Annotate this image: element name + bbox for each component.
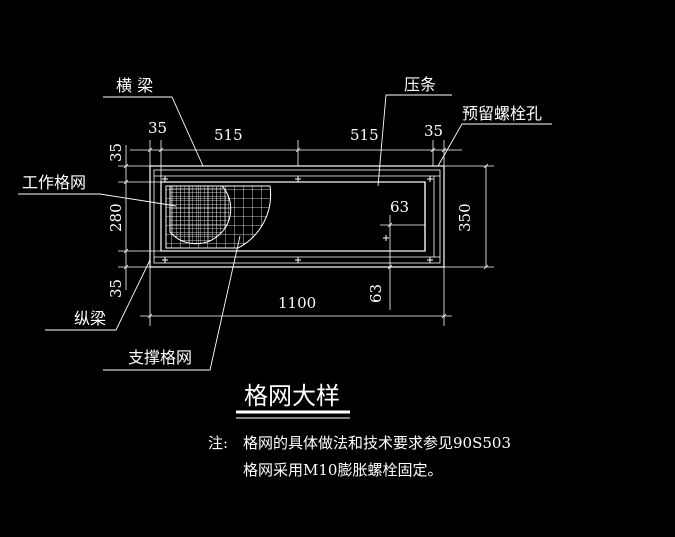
working-mesh xyxy=(169,185,232,245)
note-line-2: 格网采用M10膨胀螺栓固定。 xyxy=(243,461,442,479)
leader-lines xyxy=(18,94,552,371)
label-pressing-strip: 压条 xyxy=(404,75,436,94)
drawing-title: 格网大样 xyxy=(244,382,340,410)
frame xyxy=(149,165,445,268)
dimension-lines xyxy=(118,140,494,326)
dim-right-350: 350 xyxy=(456,203,474,232)
dim-top-515-b: 515 xyxy=(350,126,379,144)
label-working-mesh: 工作格网 xyxy=(22,173,86,192)
label-longitudinal-beam: 纵梁 xyxy=(74,309,106,328)
note-line-1: 格网的具体做法和技术要求参见90S503 xyxy=(243,434,511,452)
dim-top-left-35: 35 xyxy=(148,119,167,137)
label-crossbeam: 横 梁 xyxy=(116,76,153,95)
dim-bottom-1100: 1100 xyxy=(278,294,316,312)
note-prefix: 注: xyxy=(208,434,228,452)
dim-left-top-35: 35 xyxy=(107,143,125,162)
label-bolt-hole: 预留螺栓孔 xyxy=(462,104,542,123)
label-support-mesh: 支撑格网 xyxy=(128,348,192,367)
bolt-holes xyxy=(162,176,433,263)
title-underline xyxy=(236,410,350,419)
dim-left-280: 280 xyxy=(107,203,125,232)
dim-inner-63-bottom: 63 xyxy=(367,284,385,303)
dim-left-bottom-35: 35 xyxy=(107,279,125,298)
dim-inner-63-top: 63 xyxy=(390,198,409,216)
dim-top-right-35: 35 xyxy=(424,122,443,140)
dim-top-515-a: 515 xyxy=(214,126,243,144)
